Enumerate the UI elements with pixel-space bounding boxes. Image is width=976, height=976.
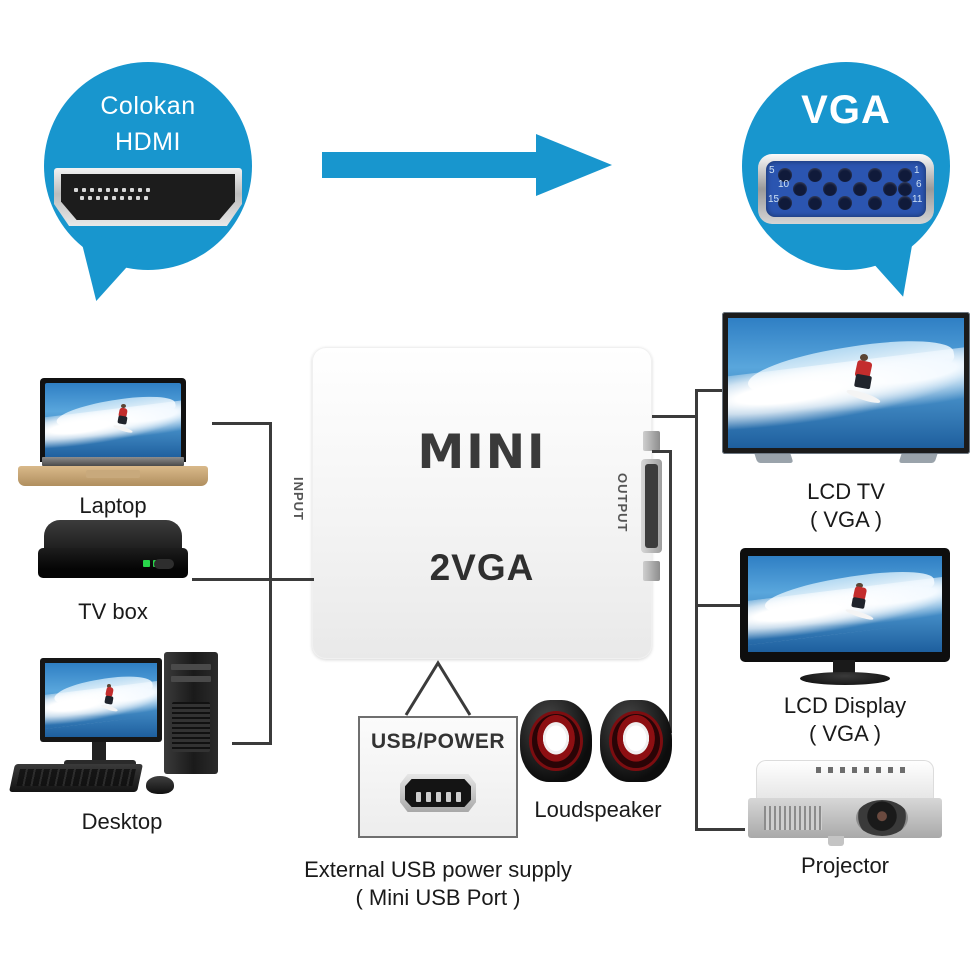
converter-brand-label: MINI — [417, 425, 547, 480]
hdmi-pin-row-top — [74, 188, 150, 192]
vga-callout-label: VGA — [801, 88, 891, 132]
vga-pin-number-6: 6 — [916, 179, 922, 190]
loudspeaker-device — [520, 700, 676, 786]
right-video-bracket-spine — [695, 389, 698, 831]
vga-pin-number-15: 15 — [768, 194, 780, 205]
lcd-tv-caption-line1: LCD TV — [807, 479, 885, 504]
vga-callout-bubble: VGA 5 1 10 6 15 11 — [742, 62, 950, 306]
lcd-display-caption: LCD Display ( VGA ) — [728, 692, 962, 747]
hdmi-callout-bubble: Colokan HDMI — [44, 62, 252, 310]
lcd-tv-device — [722, 312, 970, 470]
vga-pin-number-10: 10 — [778, 179, 790, 190]
hdmi-pin-row-bottom — [80, 196, 148, 200]
desktop-caption: Desktop — [81, 809, 163, 834]
loudspeaker-caption: Loudspeaker — [534, 797, 662, 822]
hdmi-callout-tail — [63, 230, 145, 310]
laptop-device — [18, 378, 208, 486]
desktop-device — [9, 652, 232, 802]
converter-output-label: OUTPUT — [615, 473, 630, 533]
usb-power-caption-line1: External USB power supply — [304, 857, 572, 882]
vga-pin-holes — [766, 161, 926, 217]
line-bracket-to-lcddisplay — [695, 604, 743, 607]
usb-power-panel: USB/POWER — [358, 716, 518, 838]
lcd-tv-caption: LCD TV ( VGA ) — [722, 478, 970, 533]
line-bracket-to-converter-input — [269, 578, 314, 581]
converter-vga-output-port — [641, 431, 663, 581]
converter-input-label: INPUT — [291, 477, 306, 521]
tv-box-caption: TV box — [78, 599, 148, 624]
hdmi-port-icon — [54, 168, 242, 226]
tv-box-device — [38, 520, 188, 586]
projector-caption: Projector — [800, 853, 890, 878]
vga-pin-number-11: 11 — [912, 194, 923, 205]
audio-bracket-spine — [669, 450, 672, 732]
line-bracket-to-projector — [695, 828, 745, 831]
projector-device — [742, 760, 948, 850]
lcd-tv-caption-line2: ( VGA ) — [809, 506, 883, 532]
lcd-display-caption-line2: ( VGA ) — [808, 720, 882, 746]
hdmi-callout-line2: HDMI — [115, 128, 181, 156]
right-arrow-icon — [322, 134, 612, 196]
laptop-caption: Laptop — [79, 493, 147, 518]
line-laptop-to-bracket — [212, 422, 272, 425]
usb-power-caption-line2: ( Mini USB Port ) — [355, 884, 521, 910]
usb-power-title: USB/POWER — [370, 730, 505, 753]
tv-box-led-icon — [143, 560, 150, 567]
line-converter-audio-out — [652, 450, 672, 453]
mini-usb-port-icon — [400, 774, 476, 812]
lcd-display-device — [740, 548, 950, 690]
left-bracket-spine — [269, 422, 272, 744]
line-converter-to-power — [404, 660, 472, 716]
converter-model-label: 2VGA — [429, 547, 535, 588]
projector-lens-icon — [856, 800, 908, 836]
vga-pin-number-5: 5 — [769, 165, 775, 176]
line-desktop-to-bracket — [232, 742, 272, 745]
line-tvbox-to-bracket — [192, 578, 272, 581]
vga-pin-number-1: 1 — [914, 165, 920, 176]
vga-port-icon: 5 1 10 6 15 11 — [758, 154, 934, 224]
line-bracket-to-lcdtv — [695, 389, 727, 392]
hdmi-callout-line1: Colokan — [100, 92, 196, 120]
lcd-display-caption-line1: LCD Display — [783, 693, 907, 718]
vga-callout-tail — [854, 224, 934, 306]
mouse-icon — [146, 776, 174, 794]
usb-power-caption: External USB power supply ( Mini USB Por… — [258, 856, 618, 911]
hdmi-to-vga-converter: MINI 2VGA INPUT OUTPUT — [291, 347, 662, 659]
line-converter-output-to-bracket — [652, 415, 698, 418]
